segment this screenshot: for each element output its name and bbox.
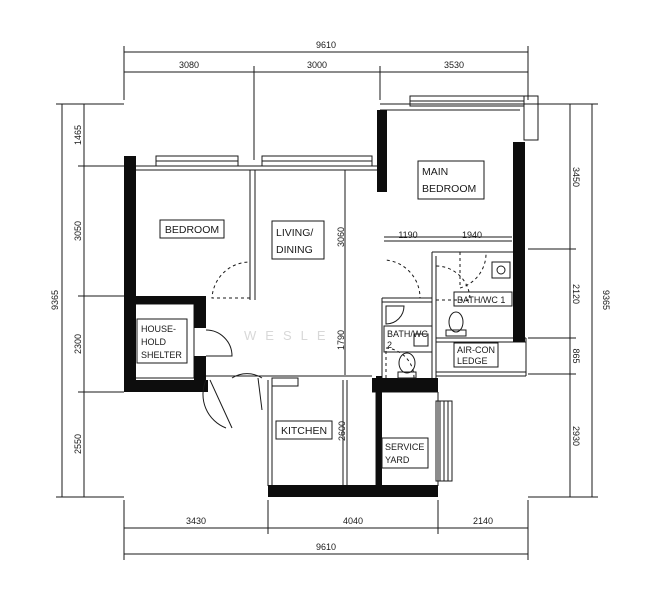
bedroom-label-box bbox=[159, 219, 225, 239]
bath1-label: BATH/WC 1 bbox=[457, 295, 505, 305]
dim-top-seg-1: 3080 bbox=[179, 60, 199, 70]
dim-bottom-seg-2: 4040 bbox=[343, 516, 363, 526]
household-shelter-line1: HOUSE- bbox=[141, 324, 176, 334]
bath2-label-line2: 2 bbox=[387, 340, 392, 350]
kitchen-label: KITCHEN bbox=[281, 425, 327, 437]
living-label-line1: LIVING/ bbox=[276, 227, 313, 239]
dimension-lines bbox=[56, 46, 598, 560]
dim-right-seg-1: 3450 bbox=[571, 167, 581, 187]
service-yard-label-box bbox=[381, 437, 429, 469]
dim-left-seg-4: 2550 bbox=[73, 434, 83, 454]
bath1-label-box bbox=[453, 291, 513, 307]
dim-left-overall: 9365 bbox=[50, 290, 60, 310]
dim-right-seg-2: 2120 bbox=[571, 284, 581, 304]
dimension-labels: 9610 3080 3000 3530 3430 4040 2140 9610 … bbox=[50, 40, 611, 552]
living-label-line2: DINING bbox=[276, 244, 313, 256]
toilet-2-icon bbox=[398, 352, 416, 374]
dim-living-top: 3060 bbox=[336, 227, 346, 247]
bath2-label-box bbox=[383, 325, 433, 353]
windows bbox=[155, 95, 539, 167]
main-bedroom-label-line2: BEDROOM bbox=[422, 183, 476, 195]
dim-left-seg-1: 1465 bbox=[73, 125, 83, 145]
household-shelter-label-box bbox=[136, 318, 188, 364]
dim-left-seg-2: 3050 bbox=[73, 221, 83, 241]
bath2-label-line1: BATH/WC bbox=[387, 329, 428, 339]
aircon-label-line2: LEDGE bbox=[457, 356, 488, 366]
doors bbox=[202, 251, 487, 429]
service-yard-line1: SERVICE bbox=[385, 442, 424, 452]
dim-main-bed-right: 1940 bbox=[462, 230, 482, 240]
room-labels: BEDROOM LIVING/ DINING MAIN BEDROOM HOUS… bbox=[136, 160, 513, 469]
dim-bottom-seg-3: 2140 bbox=[473, 516, 493, 526]
household-shelter-line3: SHELTER bbox=[141, 350, 182, 360]
dim-kitchen: 2600 bbox=[337, 421, 347, 441]
aircon-label-line1: AIR-CON bbox=[457, 345, 495, 355]
thick-walls bbox=[124, 110, 525, 497]
household-shelter-line2: HOLD bbox=[141, 337, 167, 347]
basin-icon bbox=[491, 261, 511, 279]
dim-bottom-overall: 9610 bbox=[316, 542, 336, 552]
main-bedroom-label-line1: MAIN bbox=[422, 166, 448, 178]
dim-right-seg-3: 865 bbox=[571, 348, 581, 363]
dim-living-bottom: 1790 bbox=[336, 330, 346, 350]
toilet-icon bbox=[448, 311, 464, 333]
dim-left-seg-3: 2300 bbox=[73, 334, 83, 354]
dim-right-seg-4: 2930 bbox=[571, 426, 581, 446]
service-yard-line2: YARD bbox=[385, 455, 410, 465]
dim-top-seg-3: 3530 bbox=[444, 60, 464, 70]
dim-bottom-seg-1: 3430 bbox=[186, 516, 206, 526]
living-label-box bbox=[271, 220, 325, 260]
bedroom-label: BEDROOM bbox=[165, 224, 219, 236]
dim-top-overall: 9610 bbox=[316, 40, 336, 50]
shower-icon bbox=[385, 305, 405, 325]
interior-dimensions: 1190 1940 3060 1790 2600 bbox=[336, 227, 482, 441]
thin-walls bbox=[124, 103, 528, 486]
dim-top-seg-2: 3000 bbox=[307, 60, 327, 70]
dim-main-bed-left: 1190 bbox=[398, 230, 417, 240]
aircon-label-box bbox=[453, 342, 499, 368]
dim-right-overall: 9365 bbox=[601, 290, 611, 310]
kitchen-label-box bbox=[275, 420, 333, 440]
watermark: WESLE bbox=[244, 328, 335, 343]
main-bedroom-label-box bbox=[417, 160, 485, 200]
fixtures bbox=[385, 261, 511, 379]
